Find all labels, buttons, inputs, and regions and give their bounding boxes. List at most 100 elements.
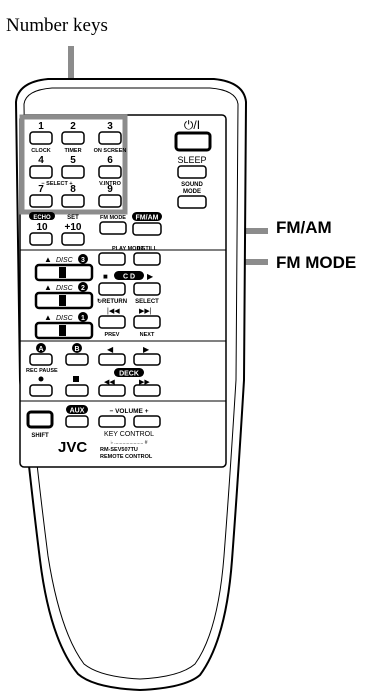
key-5[interactable]: [61, 165, 85, 179]
key-2-number: 2: [70, 121, 76, 132]
number-keys-highlight: [19, 114, 128, 215]
prev-button[interactable]: [98, 315, 126, 329]
select-right-label: SELECT: [135, 299, 159, 305]
echo-label: ECHO: [33, 215, 51, 221]
model-label: RM-SEV507TU: [100, 447, 138, 453]
sound-mode-button[interactable]: [177, 195, 207, 209]
select-label: − SELECT +: [41, 181, 72, 187]
still-button[interactable]: [133, 252, 161, 266]
key-8-number: 8: [70, 184, 76, 195]
volume-up-button[interactable]: [133, 415, 161, 428]
row-3: 7 8 9: [29, 184, 122, 208]
sleep-label: SLEEP: [177, 155, 206, 165]
shift-label: SHIFT: [31, 433, 49, 439]
key-2[interactable]: [61, 131, 85, 145]
key-control-label: KEY CONTROL: [104, 431, 154, 438]
rec-dot-icon: [38, 376, 44, 382]
key-4[interactable]: [29, 165, 53, 179]
v-intro-label: V.INTRO: [99, 181, 122, 187]
row-4: ECHO 10 SET +10: [29, 212, 85, 246]
disc2-eject-icon: ▲: [44, 283, 52, 292]
prev-icon: |◀◀: [107, 308, 120, 315]
power-button[interactable]: [174, 131, 212, 152]
rec-pause-button[interactable]: [29, 384, 53, 397]
prev-label: PREV: [105, 332, 120, 338]
callout-fm-am: FM/AM: [276, 218, 332, 237]
cd-stop-icon: ■: [103, 272, 108, 281]
sound-label: SOUND: [181, 182, 203, 188]
key-control-scale: ♭ ..................... #: [110, 440, 147, 446]
next-label: NEXT: [140, 332, 155, 338]
key-3[interactable]: [98, 131, 122, 145]
cd-play-icon: ▶: [147, 272, 154, 281]
left-arrow-icon: ◀: [107, 345, 114, 354]
deck-left-button[interactable]: [98, 353, 126, 366]
mode-label: MODE: [183, 189, 201, 195]
key-plus10-number: +10: [65, 222, 82, 233]
ffwd-icon: ▶▶: [139, 379, 150, 386]
fm-am-key-label: FM/AM: [136, 215, 159, 222]
aux-button[interactable]: [65, 415, 89, 428]
key-4-number: 4: [38, 155, 44, 166]
disc3-badge: [78, 254, 88, 264]
echo-pill: [29, 212, 55, 220]
key-1[interactable]: [29, 131, 53, 145]
aux-pill: [66, 405, 88, 414]
cd-pill: [114, 271, 144, 280]
rewind-button[interactable]: [98, 384, 126, 397]
disc2-divider: [59, 295, 66, 306]
key-9-number: 9: [107, 184, 113, 195]
next-icon: ▶▶|: [139, 308, 152, 315]
clock-label: CLOCK: [31, 148, 51, 154]
disc1-label: DISC: [56, 315, 74, 322]
ffwd-button[interactable]: [133, 384, 161, 397]
still-label: II STILL: [137, 246, 158, 252]
deck-right-button[interactable]: [133, 353, 161, 366]
row-1: 1 2 3 CLOCK TIMER ON SCREEN: [29, 121, 126, 154]
power-symbol: ⏻/I: [184, 118, 200, 132]
rewind-icon: ◀◀: [104, 379, 115, 386]
deck-label: DECK: [119, 371, 139, 378]
fm-mode-button[interactable]: [99, 221, 127, 235]
key-plus10[interactable]: [61, 232, 85, 246]
shift-button[interactable]: [26, 410, 54, 429]
key-7-number: 7: [38, 184, 44, 195]
sleep-button[interactable]: [177, 165, 207, 179]
next-button[interactable]: [133, 315, 161, 329]
key-10[interactable]: [29, 232, 53, 246]
aux-label: AUX: [70, 408, 85, 415]
fm-am-pill: [132, 212, 162, 221]
b-button[interactable]: [65, 353, 89, 366]
key-8[interactable]: [61, 194, 85, 208]
b-badge: [72, 343, 82, 353]
disc1-badge: [78, 312, 88, 322]
key-10-number: 10: [36, 222, 48, 233]
volume-label: − VOLUME +: [109, 408, 148, 415]
play-mode-button[interactable]: [98, 252, 126, 266]
cd-stop-button[interactable]: [98, 282, 126, 296]
callout-number-keys: Number keys: [6, 15, 108, 36]
disc3-label: DISC: [56, 257, 74, 264]
disc3-divider: [59, 267, 66, 278]
brand-logo: JVC: [58, 439, 87, 456]
disc3-eject-icon: ▲: [44, 255, 52, 264]
disc-section: ▲ DISC 3 ▲ DISC 2 ▲ DISC 1: [34, 254, 94, 340]
deck-pill: [114, 368, 144, 377]
cd-play-button[interactable]: [133, 282, 161, 296]
play-mode-label: PLAY MODE: [112, 246, 144, 252]
key-3-number: 3: [107, 121, 113, 132]
stop-icon: [73, 376, 79, 382]
fm-mode-key-label: FM MODE: [100, 215, 126, 221]
key-9[interactable]: [98, 194, 122, 208]
right-arrow-icon: ▶: [143, 345, 150, 354]
fm-am-button[interactable]: [132, 222, 162, 236]
key-7[interactable]: [29, 194, 53, 208]
cd-label: C D: [123, 274, 135, 281]
deck-stop-button[interactable]: [65, 384, 89, 397]
a-button[interactable]: [29, 353, 53, 366]
key-6[interactable]: [98, 165, 122, 179]
volume-down-button[interactable]: [98, 415, 126, 428]
return-label: ↻RETURN: [97, 298, 127, 305]
